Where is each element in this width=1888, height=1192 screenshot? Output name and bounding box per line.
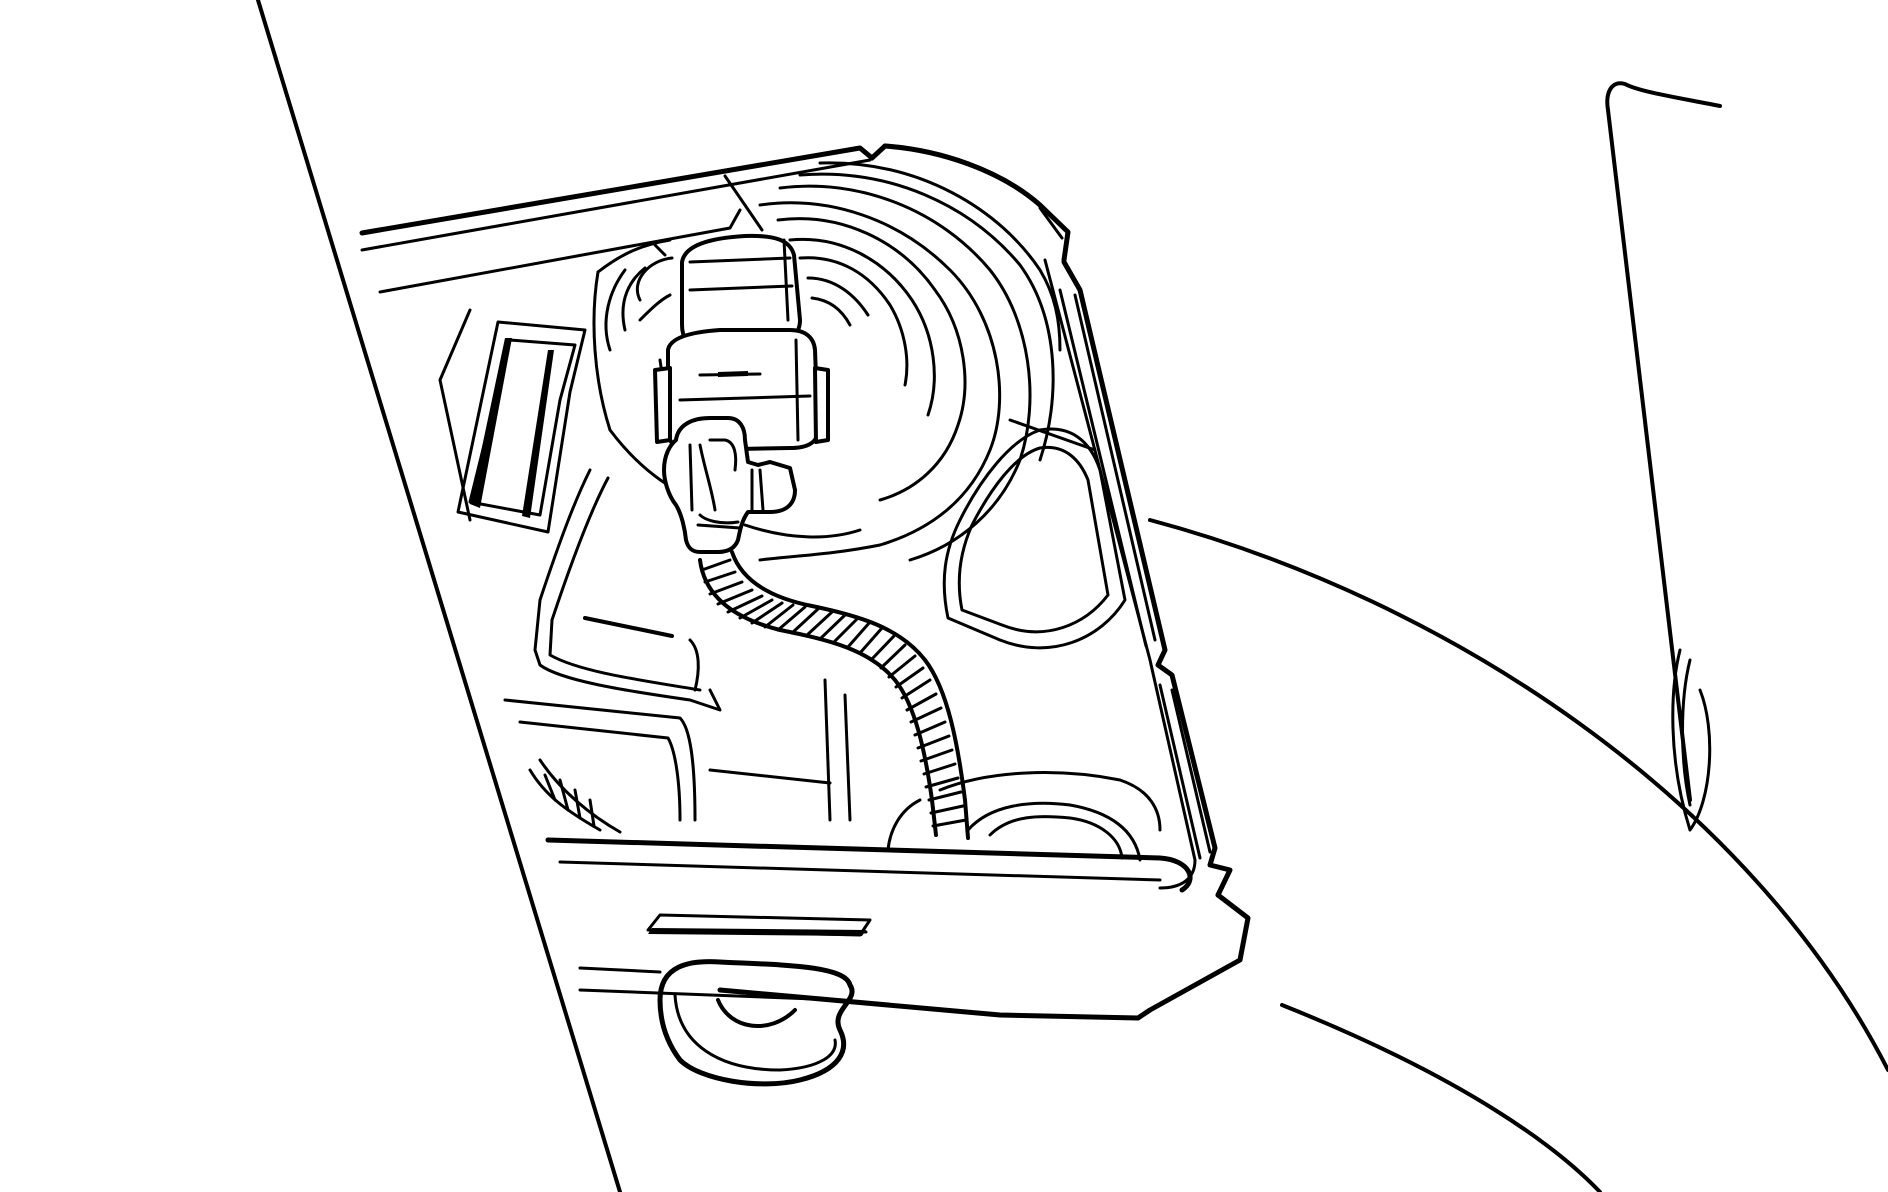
bulb-socket-rings (592, 161, 1062, 562)
housing-lower-features (503, 678, 1162, 862)
housing-left-recess (438, 308, 587, 534)
housing-retaining-clip (657, 959, 855, 1087)
fender-edge (1605, 81, 1722, 832)
housing-lower-left-recess (533, 468, 722, 712)
housing-right-recess (942, 418, 1127, 650)
electrical-connector (653, 233, 830, 452)
connector-lock-tab (662, 416, 797, 554)
body-panel-edge (256, 0, 622, 1192)
corrugated-wire-harness (698, 550, 970, 840)
lamp-housing (359, 143, 1251, 1021)
bumper-fascia-curve (1148, 518, 1888, 1192)
